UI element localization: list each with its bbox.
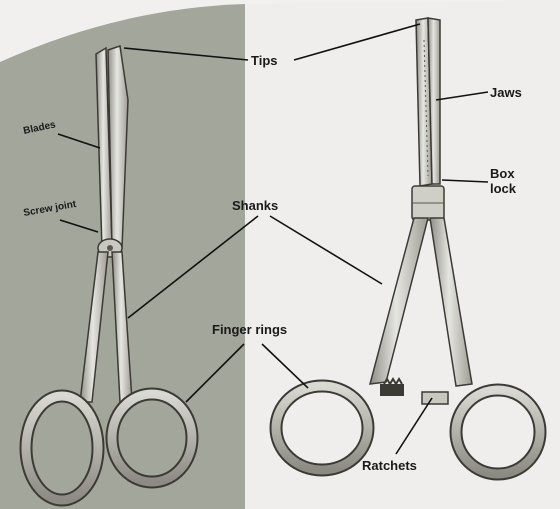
label-ratchets: Ratchets	[362, 458, 417, 473]
screw-icon	[107, 245, 113, 251]
label-box-lock-line1: Box	[490, 166, 515, 181]
ratchet-block-left	[380, 384, 404, 396]
label-jaws: Jaws	[490, 85, 522, 100]
label-tips: Tips	[251, 53, 278, 68]
label-finger-rings: Finger rings	[212, 322, 287, 337]
label-box-lock-line2: lock	[490, 181, 517, 196]
ratchet-block-right	[422, 392, 448, 404]
label-shanks: Shanks	[232, 198, 278, 213]
right-panel-background	[245, 0, 560, 509]
